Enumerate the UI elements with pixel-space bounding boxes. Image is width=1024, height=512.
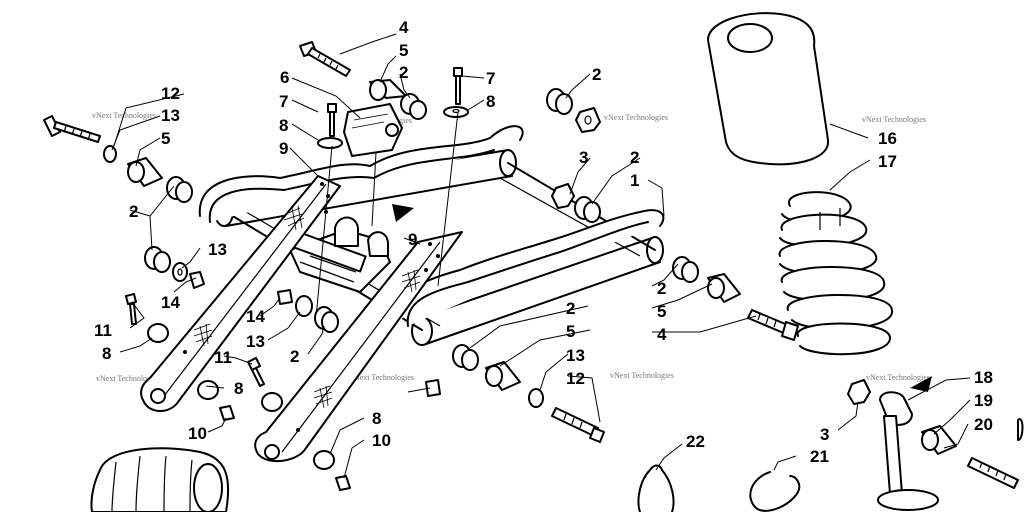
callout-4: 4 [399, 18, 409, 37]
callout-3: 3 [579, 148, 588, 167]
callout-13: 13 [208, 240, 227, 259]
watermark: vNext Technologies [866, 373, 930, 382]
callout-21: 21 [810, 447, 829, 466]
callout-17: 17 [878, 152, 897, 171]
callout-13: 13 [566, 346, 585, 365]
callout-11: 11 [214, 348, 232, 367]
callout-3: 3 [820, 425, 829, 444]
callout-8: 8 [279, 116, 288, 135]
watermark: vNext Technologies [604, 113, 668, 122]
callout-8: 8 [486, 92, 495, 111]
callout-10: 10 [372, 431, 391, 450]
callout-22: 22 [686, 432, 705, 451]
callout-12: 12 [566, 369, 585, 388]
callout-9: 9 [408, 230, 417, 249]
callout-6: 6 [280, 68, 289, 87]
shock-lower [637, 376, 1024, 512]
callout-10: 10 [188, 424, 207, 443]
callout-16: 16 [878, 129, 897, 148]
callout-5: 5 [657, 302, 666, 321]
callout-2: 2 [566, 299, 575, 318]
callout-7: 7 [279, 92, 288, 111]
spring-assembly [707, 12, 893, 356]
callout-5: 5 [566, 322, 575, 341]
callout-7: 7 [486, 69, 495, 88]
callout-9: 9 [279, 139, 288, 158]
callout-20: 20 [974, 415, 993, 434]
callout-18: 18 [974, 368, 993, 387]
callout-5: 5 [399, 41, 408, 60]
callout-2: 2 [657, 279, 666, 298]
callout-8: 8 [372, 409, 381, 428]
hardware-parts [43, 41, 799, 491]
callout-2: 2 [592, 65, 601, 84]
callout-13: 13 [161, 106, 180, 125]
callout-19: 19 [974, 391, 993, 410]
callout-13: 13 [246, 332, 265, 351]
watermark: vNext Technologies [96, 374, 160, 383]
callout-2: 2 [290, 347, 299, 366]
right-arm [254, 231, 463, 463]
watermark: vNext Technologies [862, 115, 926, 124]
callout-4: 4 [657, 325, 667, 344]
callout-2: 2 [399, 63, 408, 82]
leader-lines [111, 33, 971, 479]
watermark: vNext Technologies [610, 371, 674, 380]
callout-1: 1 [630, 171, 639, 190]
callout-8: 8 [102, 344, 111, 363]
callout-2: 2 [129, 202, 138, 221]
roller-wheel [90, 447, 230, 512]
callout-labels: 4 5 2 6 7 8 7 8 2 12 13 5 9 3 2 1 16 17 … [94, 18, 993, 466]
callout-14: 14 [246, 307, 265, 326]
callout-11: 11 [94, 321, 112, 340]
watermark: vNext Technologies [350, 373, 414, 382]
callout-5: 5 [161, 129, 170, 148]
callout-12: 12 [161, 84, 180, 103]
callout-2: 2 [630, 148, 639, 167]
left-arm [140, 175, 341, 412]
callout-8: 8 [234, 379, 243, 398]
callout-14: 14 [161, 293, 180, 312]
bolt-icon [299, 41, 351, 77]
